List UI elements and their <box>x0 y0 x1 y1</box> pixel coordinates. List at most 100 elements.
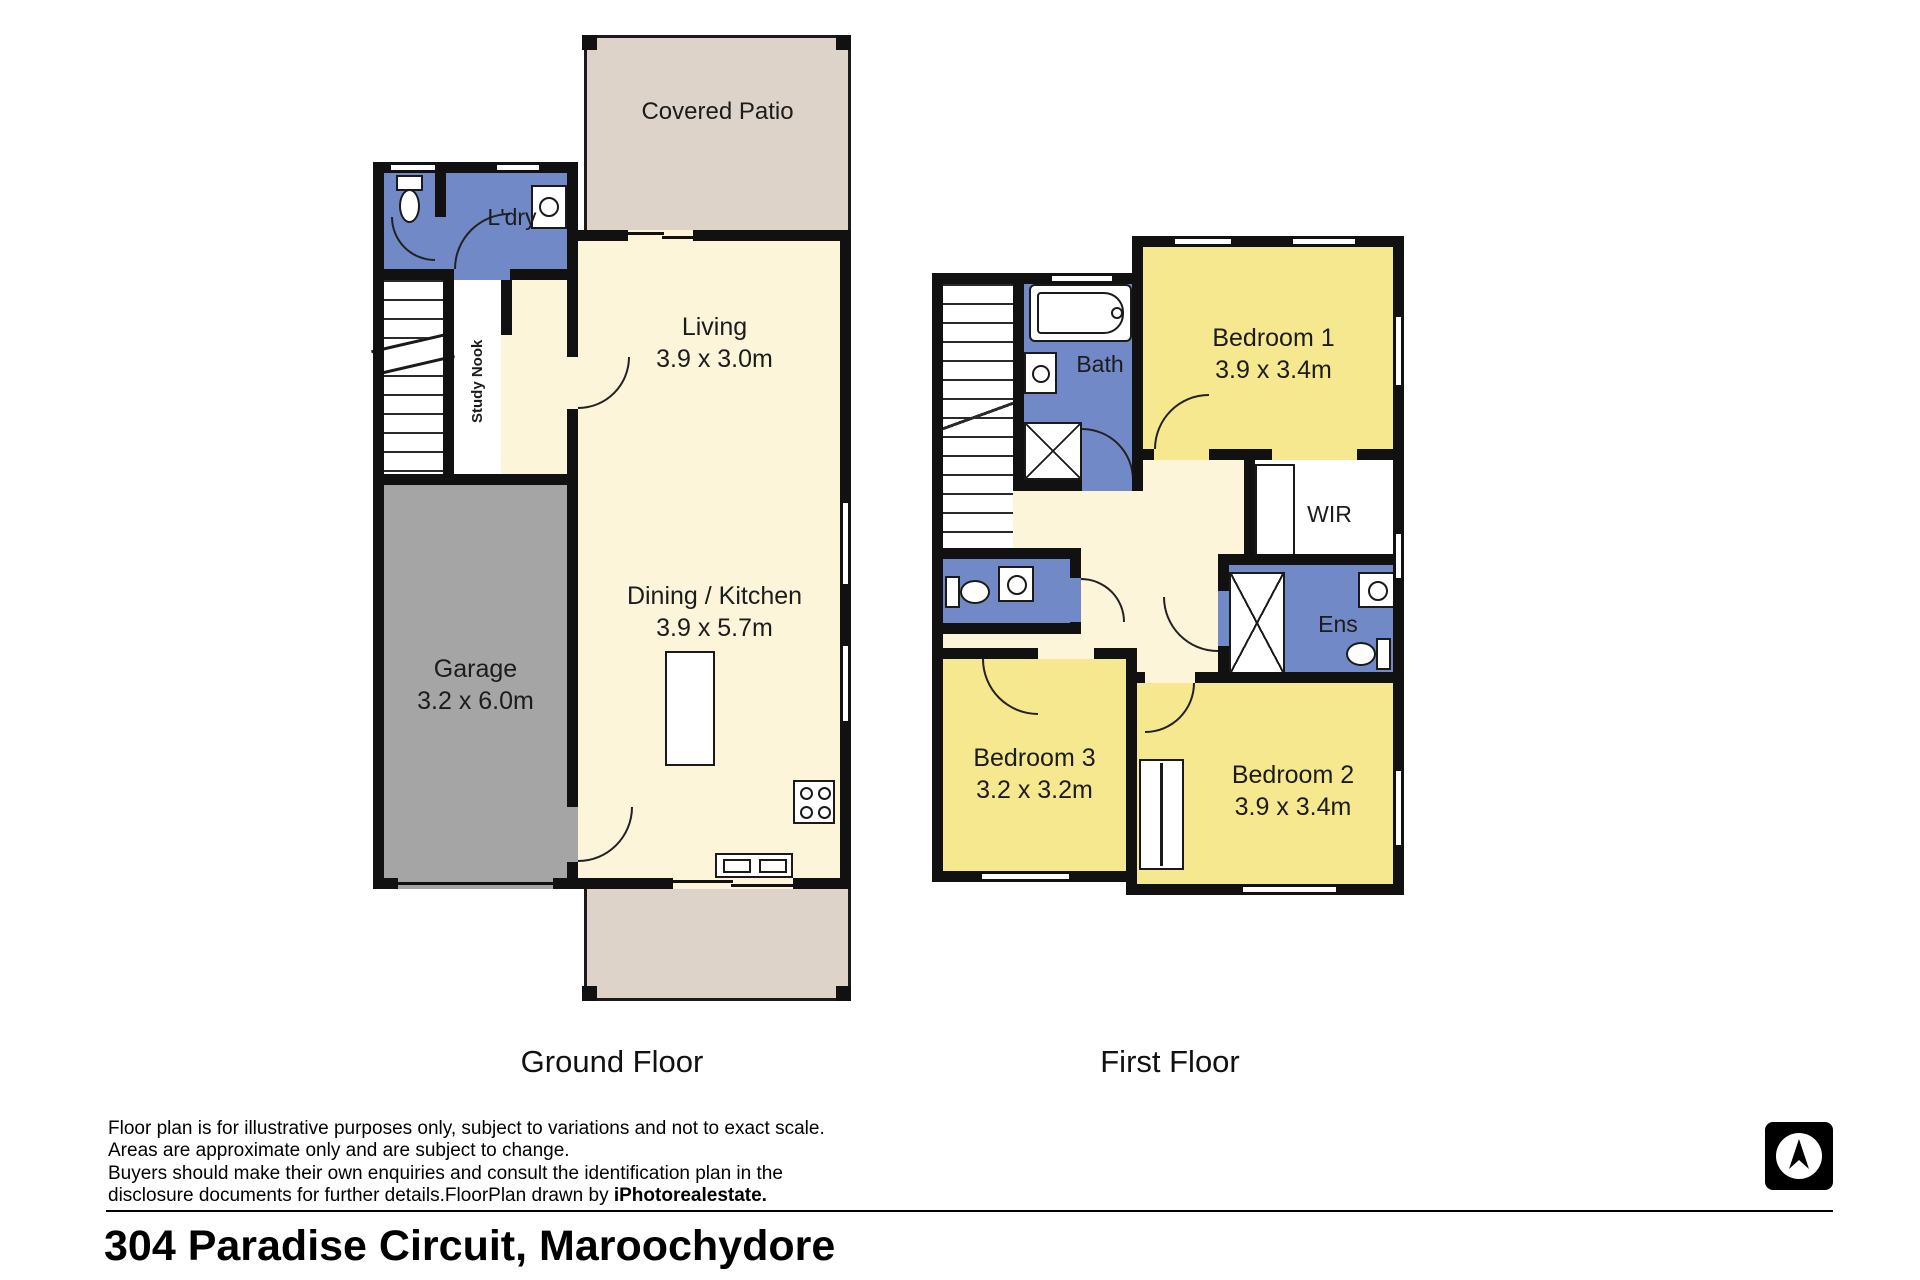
room-dims: 3.9 x 3.0m <box>656 345 773 373</box>
ensuite-label: Ens <box>1318 611 1358 637</box>
shower-icon <box>1229 572 1285 674</box>
wall <box>1070 548 1081 578</box>
study-nook-label: Study Nook <box>469 339 486 423</box>
toilet-icon <box>1376 638 1391 670</box>
kitchen-island <box>665 651 715 766</box>
bathtub-icon <box>1029 284 1132 342</box>
window <box>1293 236 1355 247</box>
laundry-tub-icon <box>531 185 567 229</box>
property-address: 304 Paradise Circuit, Maroochydore <box>104 1222 836 1270</box>
patio-post <box>836 35 851 50</box>
covered-patio-label: Covered Patio <box>641 98 794 125</box>
wall <box>1195 672 1404 683</box>
ground-floor-title: Ground Floor <box>520 1044 704 1079</box>
wall <box>1094 648 1137 659</box>
wall <box>373 878 398 889</box>
wall <box>932 623 1081 634</box>
wall <box>578 878 673 889</box>
disclaimer-line: Buyers should make their own enquiries a… <box>108 1162 783 1184</box>
room-dims: 3.9 x 3.4m <box>1234 793 1352 821</box>
window <box>840 646 851 721</box>
wall <box>693 230 851 241</box>
disclaimer-line4-text: disclosure documents for further details… <box>108 1185 614 1207</box>
patio-post <box>582 986 597 1001</box>
bedroom1-label: Bedroom 1 3.9 x 3.4m <box>1143 322 1404 386</box>
patio-post <box>836 986 851 1001</box>
north-compass-icon <box>1765 1122 1833 1190</box>
disclaimer-line: Floor plan is for illustrative purposes … <box>108 1118 825 1139</box>
wall <box>373 269 454 280</box>
room-name: Bedroom 3 <box>973 744 1096 772</box>
wall <box>443 280 454 485</box>
dining-kitchen-label: Dining / Kitchen 3.9 x 5.7m <box>578 580 851 644</box>
wall <box>1357 449 1404 460</box>
wall <box>1244 460 1255 565</box>
wall <box>932 548 1081 559</box>
window <box>840 503 851 584</box>
wall <box>501 280 512 335</box>
toilet-icon <box>399 189 420 223</box>
staircase <box>943 284 1013 548</box>
laundry-label: L'dry <box>487 204 537 230</box>
wall <box>1143 236 1404 247</box>
study-nook-area <box>454 280 501 474</box>
wall <box>1070 622 1081 634</box>
sliding-door <box>671 880 733 883</box>
garage-door <box>398 882 553 885</box>
garage-label: Garage 3.2 x 6.0m <box>373 653 578 717</box>
disclaimer: Floor plan is for illustrative purposes … <box>108 1118 825 1208</box>
covered-patio-area <box>584 35 851 230</box>
ground-floor-plan: Covered Patio L'dry Study Nook Living 3.… <box>371 35 851 1001</box>
living-label: Living 3.9 x 3.0m <box>578 311 851 375</box>
window <box>497 162 539 173</box>
patio-post <box>582 35 597 50</box>
window <box>982 871 1069 882</box>
wall <box>567 862 578 889</box>
window <box>1052 273 1112 284</box>
sliding-door <box>731 884 793 887</box>
wall <box>793 878 851 889</box>
sliding-door <box>626 232 664 235</box>
toilet-icon <box>960 580 990 604</box>
divider-line <box>106 1210 1833 1212</box>
garage-area <box>373 485 578 889</box>
window <box>1393 534 1404 578</box>
wall <box>1137 672 1145 683</box>
wall <box>932 273 1143 284</box>
wall <box>567 162 578 357</box>
first-floor-plan: Bath Bedroom 1 3.9 x 3.4m WIR Ens Bedroo… <box>932 236 1404 895</box>
wall <box>1143 449 1154 460</box>
room-name: Bedroom 1 <box>1212 324 1335 352</box>
wall <box>510 269 578 280</box>
bath-label: Bath <box>1076 351 1124 377</box>
disclaimer-line: Areas are approximate only and are subje… <box>108 1140 570 1162</box>
room-name: Living <box>681 313 748 341</box>
sink-icon <box>998 566 1034 602</box>
shower-icon <box>1024 422 1082 480</box>
cooktop-icon <box>793 780 835 824</box>
toilet-icon <box>945 576 960 608</box>
wall <box>373 162 578 173</box>
wir-label: WIR <box>1307 501 1352 527</box>
wall <box>1218 646 1229 683</box>
room-dims: 3.2 x 3.2m <box>976 776 1093 804</box>
wall <box>1013 480 1082 491</box>
rear-patio-area <box>584 889 851 1001</box>
wall <box>932 273 943 882</box>
disclaimer-line: disclosure documents for further details… <box>108 1185 825 1207</box>
window <box>1393 317 1404 385</box>
wall <box>553 878 578 889</box>
north-arrow-icon <box>1776 1133 1822 1179</box>
room-name: Garage <box>433 655 518 683</box>
window <box>1393 771 1404 845</box>
sliding-door <box>662 236 700 239</box>
wall <box>567 409 578 807</box>
window <box>391 162 435 173</box>
sink-icon <box>1024 352 1057 394</box>
wardrobe <box>1139 759 1184 870</box>
wall <box>1218 565 1229 591</box>
toilet-icon <box>1346 642 1376 666</box>
window <box>1243 884 1336 895</box>
room-dims: 3.2 x 6.0m <box>417 687 534 715</box>
